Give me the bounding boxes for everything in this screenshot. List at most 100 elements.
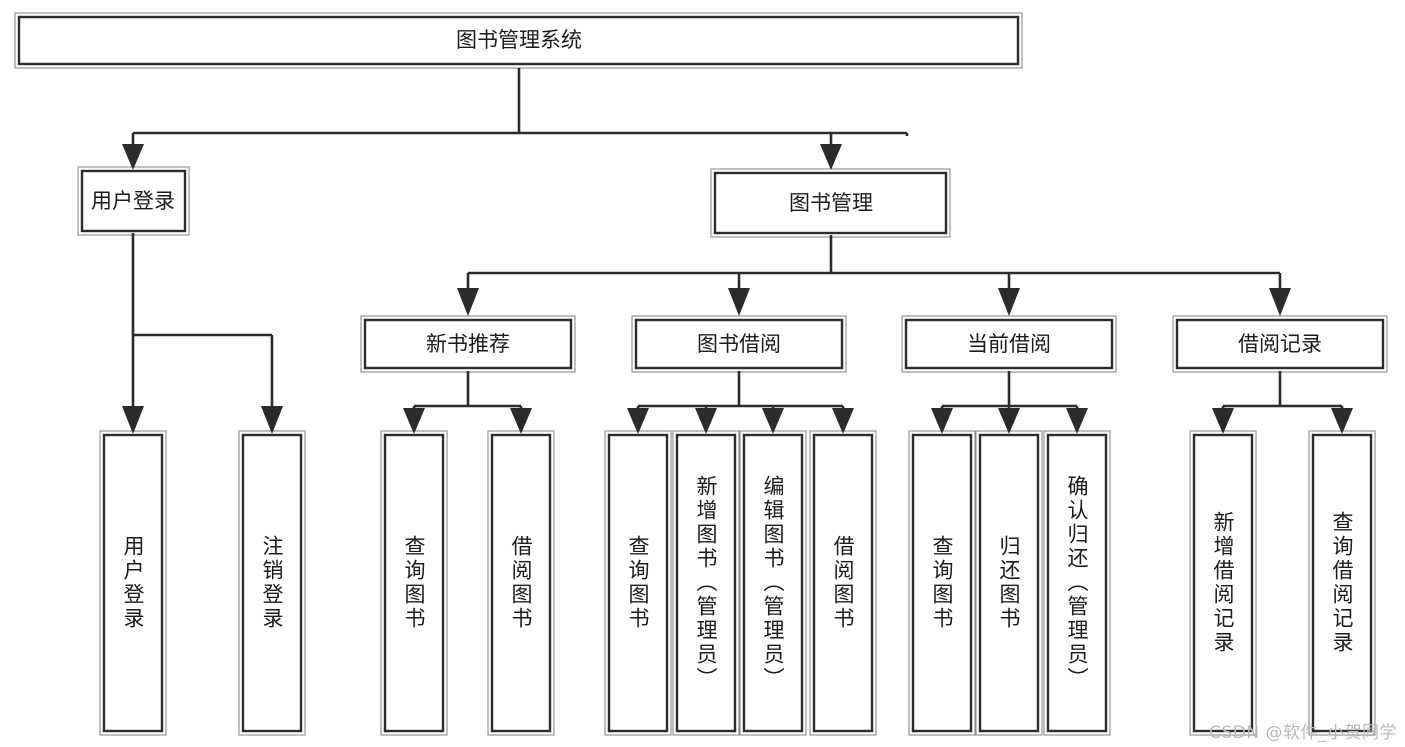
node-leaf-edit-book[interactable]: 编辑图书（管理员） [739,430,807,736]
node-new-book-recommend-outer-border [360,315,576,373]
node-new-book-recommend-box [363,318,573,370]
node-leaf-user-login-box [102,433,164,733]
node-leaf-return-book[interactable]: 归还图书 [975,430,1043,736]
node-leaf-confirm-return-box [1046,433,1108,733]
node-leaf-add-book[interactable]: 新增图书（管理员） [672,430,740,736]
node-leaf-add-record-label: 新增借阅记录 [1211,511,1235,655]
node-leaf-user-login-outer-border [99,430,167,736]
node-leaf-add-book-box [675,433,737,733]
node-root-label: 图书管理系统 [456,28,582,52]
arrowhead-leaf-user-login [122,406,144,434]
node-leaf-add-record[interactable]: 新增借阅记录 [1189,430,1257,736]
node-leaf-user-logout-box [241,433,303,733]
arrowhead-leaf-query-book-2 [627,408,649,434]
node-leaf-query-book-3-label: 查询图书 [930,535,954,631]
node-root-box [17,15,1020,66]
node-leaf-edit-book-label: 编辑图书（管理员） [761,475,785,691]
node-book-manage-label: 图书管理 [789,191,873,215]
node-borrow-record[interactable]: 借阅记录 [1172,315,1388,373]
node-new-book-recommend[interactable]: 新书推荐 [360,315,576,373]
node-leaf-borrow-book-1-label: 借阅图书 [509,535,533,631]
node-book-manage-box [713,171,948,235]
node-borrow-record-box [1175,318,1385,370]
arrowhead-leaf-add-record [1212,408,1234,434]
node-leaf-borrow-book-1[interactable]: 借阅图书 [487,430,555,736]
node-leaf-add-record-outer-border [1189,430,1257,736]
node-leaf-borrow-book-1-outer-border [487,430,555,736]
node-borrow-record-outer-border [1172,315,1388,373]
node-leaf-add-book-label: 新增图书（管理员） [694,475,718,691]
node-leaf-borrow-book-2-box [812,433,874,733]
node-leaf-edit-book-outer-border [739,430,807,736]
arrowhead-leaf-borrow-book-2 [832,408,854,434]
node-leaf-query-book-2[interactable]: 查询图书 [604,430,672,736]
node-current-borrow-outer-border [901,315,1117,373]
node-new-book-recommend-label: 新书推荐 [426,332,510,356]
node-leaf-user-login-label: 用户登录 [121,535,145,631]
arrowhead-leaf-confirm-return [1066,408,1088,434]
node-leaf-query-book-1-label: 查询图书 [402,535,426,631]
node-leaf-query-book-2-outer-border [604,430,672,736]
node-leaf-user-logout[interactable]: 注销登录 [238,430,306,736]
arrowhead-leaf-return-book [998,408,1020,434]
node-leaf-return-book-box [978,433,1040,733]
node-leaf-borrow-book-2[interactable]: 借阅图书 [809,430,877,736]
arrowhead-leaf-borrow-book-1 [510,408,532,434]
arrowhead-leaf-add-book [695,408,717,434]
node-leaf-borrow-book-1-box [490,433,552,733]
node-book-borrow-label: 图书借阅 [697,332,781,356]
node-leaf-query-record-label: 查询借阅记录 [1330,511,1354,655]
node-current-borrow[interactable]: 当前借阅 [901,315,1117,373]
arrowhead-leaf-query-record [1331,408,1353,434]
watermark-text: CSDN @软件_小贺同学 [1209,723,1397,743]
node-leaf-query-book-2-label: 查询图书 [626,535,650,631]
node-book-manage[interactable]: 图书管理 [710,168,951,238]
node-current-borrow-label: 当前借阅 [967,332,1051,356]
node-leaf-query-book-1-box [383,433,445,733]
node-leaf-query-book-2-box [607,433,669,733]
node-leaf-add-record-box [1192,433,1254,733]
node-book-borrow[interactable]: 图书借阅 [631,315,847,373]
node-leaf-confirm-return[interactable]: 确认归还（管理员） [1043,430,1111,736]
node-book-manage-outer-border [710,168,951,238]
arrowhead-borrow-record [1269,288,1291,316]
node-leaf-query-book-1[interactable]: 查询图书 [380,430,448,736]
node-leaf-query-record[interactable]: 查询借阅记录 [1308,430,1376,736]
arrowhead-leaf-edit-book [762,408,784,434]
node-leaf-user-login[interactable]: 用户登录 [99,430,167,736]
arrowhead-leaf-query-book-1 [403,408,425,434]
node-leaf-user-logout-label: 注销登录 [260,535,284,631]
node-leaf-return-book-outer-border [975,430,1043,736]
connector-layer [122,68,1353,434]
node-borrow-record-label: 借阅记录 [1238,332,1322,356]
node-current-borrow-box [904,318,1114,370]
node-leaf-confirm-return-label: 确认归还（管理员） [1065,475,1089,691]
node-user-login[interactable]: 用户登录 [77,166,190,236]
node-leaf-add-book-outer-border [672,430,740,736]
node-leaf-borrow-book-2-outer-border [809,430,877,736]
arrowhead-book-manage [820,144,842,170]
node-leaf-confirm-return-outer-border [1043,430,1111,736]
node-leaf-query-book-3[interactable]: 查询图书 [908,430,976,736]
arrowhead-user-login [122,144,144,170]
node-leaf-borrow-book-2-label: 借阅图书 [831,535,855,631]
node-leaf-query-record-outer-border [1308,430,1376,736]
arrowhead-new-book-recommend [457,288,479,316]
arrowhead-book-borrow [728,288,750,316]
node-book-borrow-outer-border [631,315,847,373]
node-leaf-query-book-1-outer-border [380,430,448,736]
node-root-outer-border [14,12,1023,69]
node-user-login-label: 用户登录 [91,189,175,213]
node-user-login-box [80,169,187,233]
node-leaf-user-logout-outer-border [238,430,306,736]
node-book-borrow-box [634,318,844,370]
node-leaf-query-book-3-box [911,433,973,733]
node-root[interactable]: 图书管理系统 [14,12,1023,69]
arrowhead-leaf-user-logout [261,406,283,434]
arrowhead-current-borrow [998,288,1020,316]
node-user-login-outer-border [77,166,190,236]
node-leaf-edit-book-box [742,433,804,733]
node-leaf-query-book-3-outer-border [908,430,976,736]
